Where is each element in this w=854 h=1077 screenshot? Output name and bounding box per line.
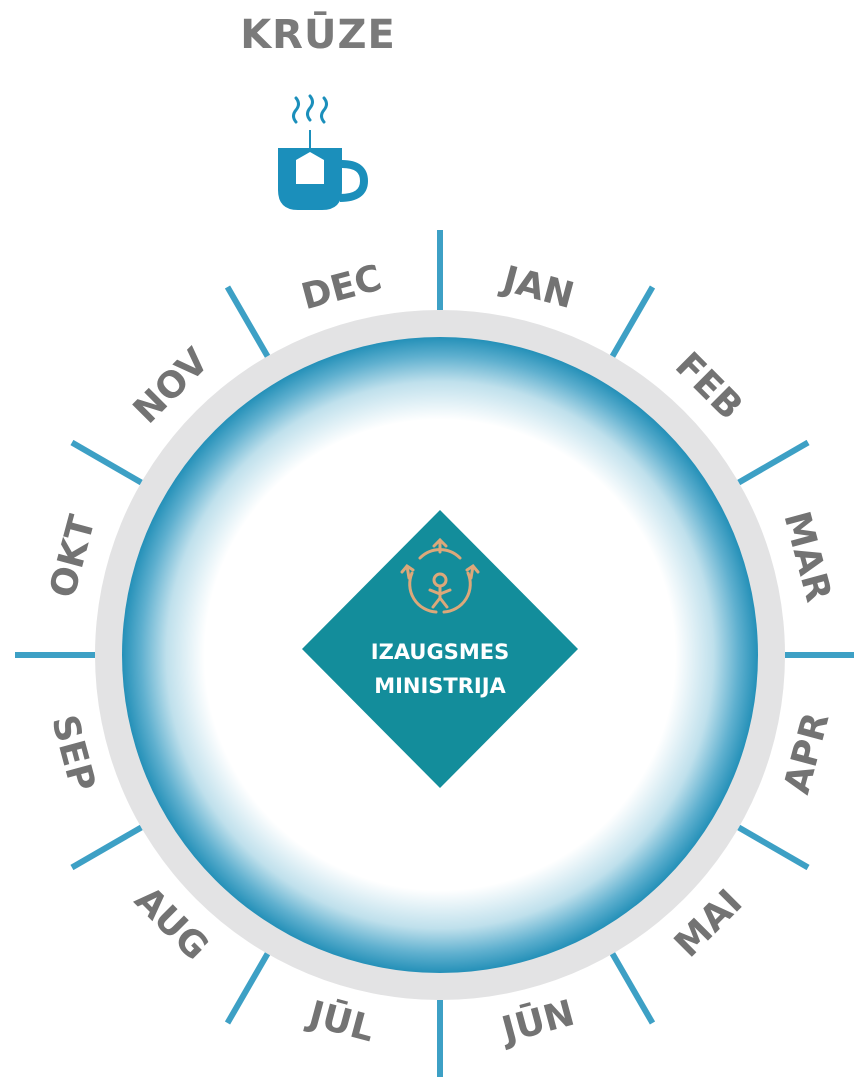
logo-text-line1: IZAUGSMES — [371, 640, 509, 664]
month-label-11: DEC — [297, 258, 386, 319]
page-title: KRŪZE — [240, 12, 396, 58]
month-divider-tick — [737, 439, 810, 486]
month-divider-tick — [609, 285, 656, 358]
month-divider-tick — [224, 285, 271, 358]
month-label-8: SEP — [43, 711, 103, 796]
month-divider-tick — [609, 952, 656, 1025]
month-divider-tick — [70, 824, 143, 871]
ministry-logo: IZAUGSMES MINISTRIJA — [302, 510, 578, 788]
month-divider-tick — [70, 439, 143, 486]
month-label-6: JŪL — [302, 992, 379, 1050]
month-label-0: JAN — [496, 258, 578, 317]
month-label-5: JŪN — [495, 992, 579, 1052]
tea-cup-icon — [278, 94, 369, 210]
month-label-3: APR — [777, 708, 838, 798]
month-divider-tick — [737, 824, 810, 871]
growth-emblem-icon — [400, 537, 480, 614]
month-label-9: OKT — [42, 511, 103, 602]
month-divider-tick — [224, 952, 271, 1025]
month-label-2: MAR — [775, 507, 838, 606]
logo-text-line2: MINISTRIJA — [374, 674, 506, 698]
